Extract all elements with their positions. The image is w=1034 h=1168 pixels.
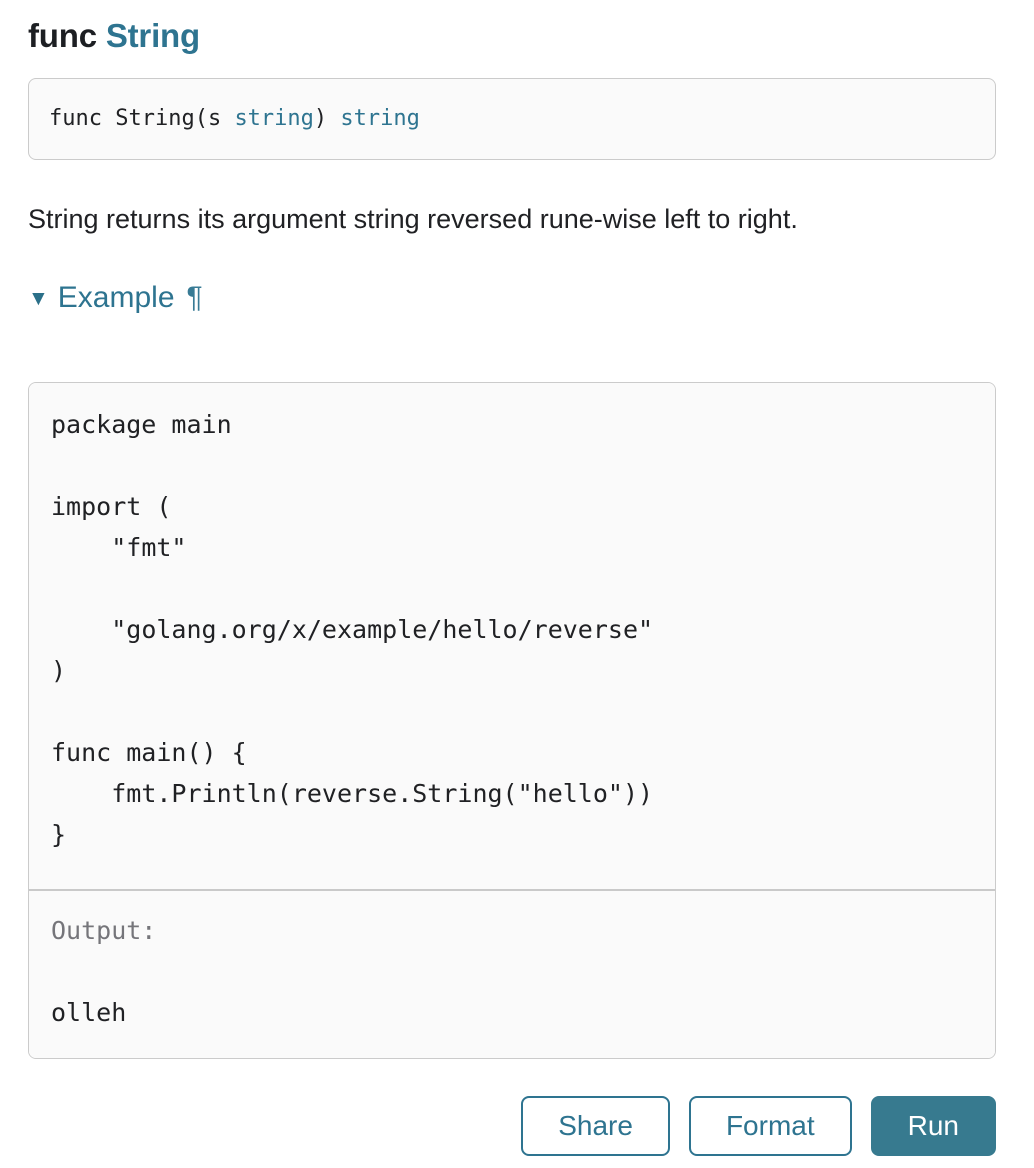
playground-box: package main import ( "fmt" "golang.org/… <box>28 382 996 1059</box>
string-type-link[interactable]: string <box>234 106 314 131</box>
func-name-link[interactable]: String <box>105 17 200 54</box>
declaration-box: func String(s string) string <box>28 78 996 160</box>
signature-text: ) <box>313 106 341 131</box>
example-anchor-pilcrow[interactable]: ¶ <box>186 281 203 314</box>
output-label: Output: <box>51 916 157 945</box>
string-type-link[interactable]: string <box>340 106 420 131</box>
collapse-triangle-icon: ▼ <box>28 286 49 310</box>
function-description: String returns its argument string rever… <box>28 204 798 234</box>
page-title: func String <box>28 17 996 55</box>
output-value: olleh <box>51 998 127 1027</box>
run-button[interactable]: Run <box>870 1096 996 1156</box>
signature-text: func String(s <box>49 106 235 131</box>
output-area: Output: olleh <box>29 889 995 1058</box>
playground-button-row: Share Format Run <box>28 1096 996 1156</box>
function-signature: func String(s string) string <box>49 106 975 132</box>
format-button[interactable]: Format <box>688 1096 852 1156</box>
example-label: Example <box>57 281 175 314</box>
example-code-editor[interactable]: package main import ( "fmt" "golang.org/… <box>29 383 995 889</box>
func-keyword: func <box>28 17 106 54</box>
example-toggle[interactable]: ▼ Example ¶ <box>28 281 996 315</box>
share-button[interactable]: Share <box>521 1096 670 1156</box>
